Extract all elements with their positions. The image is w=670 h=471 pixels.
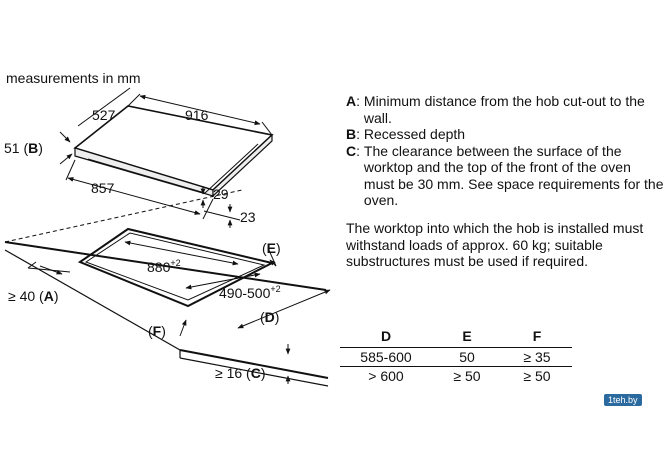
hob-dimension-lines [59,87,273,228]
cutout-dimension-lines [39,240,331,384]
dim-916: 916 [185,107,209,123]
dim-29: 29 [213,186,229,202]
legend-notes: A: Minimum distance from the hob cut-out… [346,93,664,209]
dim-23: 23 [240,209,256,225]
dim-527: 527 [92,107,116,123]
label-c: ≥ 16 (C) [215,365,266,381]
column-header: D [380,328,392,344]
note-key: B [346,126,357,142]
table-row: 585-600 50 ≥ 35 [340,347,572,367]
table-row: > 600 ≥ 50 ≥ 50 [340,366,572,385]
note-a: A: Minimum distance from the hob cut-out… [346,93,664,126]
table-cell: ≥ 50 [502,366,572,385]
worktop [4,189,329,387]
cutout-width: 880+2 [147,258,181,275]
note-c: C: The clearance between the surface of … [346,142,664,209]
dim-857: 857 [91,180,115,196]
label-f: (F) [148,323,166,339]
note-key: C [346,142,357,159]
label-d: (D) [260,309,279,325]
table-cell: > 600 [340,366,432,385]
table-header-row: D E F [340,328,572,348]
table-cell: ≥ 35 [502,347,572,367]
watermark: 1teh.by [604,394,642,406]
clearance-table: D E F 585-600 50 ≥ 35 > 600 ≥ 50 ≥ 50 [340,328,572,385]
dim-51-label: 51 (B) [4,140,43,156]
note-key: A [346,93,357,109]
label-e: (E) [262,240,281,256]
worktop-load-note: The worktop into which the hob is instal… [346,220,644,269]
cutout-depth: 490-500+2 [219,284,281,301]
column-header: F [532,328,542,344]
table-cell: 50 [432,347,502,367]
label-a: ≥ 40 (A) [8,288,59,304]
note-text: Recessed depth [363,126,466,142]
table-cell: 585-600 [340,347,432,367]
units-note: measurements in mm [6,70,141,86]
table-cell: ≥ 50 [432,366,502,385]
note-text: The clearance between the surface of the… [363,142,664,209]
note-text: Minimum distance from the hob cut-out to… [363,93,645,126]
note-b: B: Recessed depth [346,126,466,142]
column-header: E [462,328,472,344]
